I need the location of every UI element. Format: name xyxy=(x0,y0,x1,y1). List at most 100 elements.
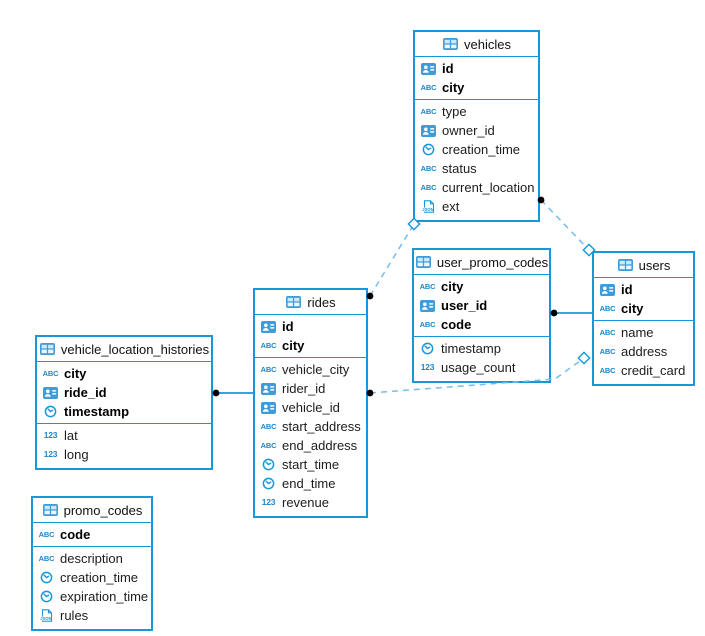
column-name: creation_time xyxy=(442,142,521,157)
text-type-icon: ABC xyxy=(420,82,437,92)
number-type-icon: 123 xyxy=(43,449,58,460)
time-type-icon xyxy=(38,590,55,603)
time-type-icon xyxy=(419,342,436,355)
column-vehicle_id[interactable]: vehicle_id xyxy=(255,398,366,417)
number-type-icon: 123 xyxy=(420,362,435,373)
column-id[interactable]: id xyxy=(255,317,366,336)
relation-user_promo_codes-users[interactable] xyxy=(550,309,592,317)
relation-endpoint-dot xyxy=(212,389,220,397)
column-name: usage_count xyxy=(441,360,516,375)
svg-text:JSON: JSON xyxy=(422,207,433,212)
relation-endpoint-diamond xyxy=(577,351,591,365)
column-expiration_time[interactable]: expiration_time xyxy=(33,587,151,606)
json-type-icon: JSON xyxy=(420,200,437,213)
table-header: users xyxy=(594,253,693,278)
column-name: status xyxy=(442,161,477,176)
text-type-icon: ABC xyxy=(599,303,616,313)
svg-text:JSON: JSON xyxy=(40,616,51,621)
table-header: rides xyxy=(255,290,366,315)
column-end_time[interactable]: end_time xyxy=(255,474,366,493)
relation-vehicles-users[interactable] xyxy=(537,196,596,257)
text-type-icon: ABC xyxy=(419,319,436,329)
number-type-icon: 123 xyxy=(261,497,276,508)
time-type-icon xyxy=(420,143,437,156)
column-timestamp[interactable]: timestamp xyxy=(414,339,549,358)
id-type-icon xyxy=(420,62,437,75)
text-type-icon: ABC xyxy=(260,440,277,450)
column-name: credit_card xyxy=(621,363,686,378)
column-owner_id[interactable]: owner_id xyxy=(415,121,538,140)
column-user_id[interactable]: user_id xyxy=(414,296,549,315)
text-type-icon: ABC xyxy=(599,346,616,356)
column-id[interactable]: id xyxy=(594,280,693,299)
columns-section: timestamp 123 usage_count xyxy=(414,337,549,381)
id-type-icon xyxy=(419,299,436,312)
column-ride_id[interactable]: ride_id xyxy=(37,383,211,402)
column-start_time[interactable]: start_time xyxy=(255,455,366,474)
table-title: promo_codes xyxy=(63,502,143,518)
column-name: city xyxy=(621,301,644,316)
column-name: city xyxy=(282,338,305,353)
relation-line xyxy=(540,199,590,251)
column-usage_count[interactable]: 123 usage_count xyxy=(414,358,549,377)
column-name: current_location xyxy=(442,180,535,195)
table-title: vehicles xyxy=(464,36,511,52)
relation-vehicle_location_histories-rides[interactable] xyxy=(212,389,253,397)
table-icon xyxy=(617,259,634,271)
column-name: city xyxy=(442,80,465,95)
table-icon xyxy=(442,38,459,50)
column-timestamp[interactable]: timestamp xyxy=(37,402,211,421)
column-creation_time[interactable]: creation_time xyxy=(415,140,538,159)
column-name: city xyxy=(441,279,464,294)
column-creation_time[interactable]: creation_time xyxy=(33,568,151,587)
column-rider_id[interactable]: rider_id xyxy=(255,379,366,398)
column-name: user_id xyxy=(441,298,488,313)
id-type-icon xyxy=(260,382,277,395)
table-title: vehicle_location_histories xyxy=(60,341,210,357)
table-icon xyxy=(285,296,302,308)
column-city[interactable]: ABC city xyxy=(594,299,693,318)
time-type-icon xyxy=(38,571,55,584)
table-title: user_promo_codes xyxy=(436,254,549,270)
column-name: id xyxy=(621,282,633,297)
column-id[interactable]: id xyxy=(415,59,538,78)
column-name: start_address xyxy=(282,419,361,434)
column-name: code xyxy=(60,527,91,542)
column-city[interactable]: ABC city xyxy=(415,78,538,97)
table-title: users xyxy=(638,257,671,273)
